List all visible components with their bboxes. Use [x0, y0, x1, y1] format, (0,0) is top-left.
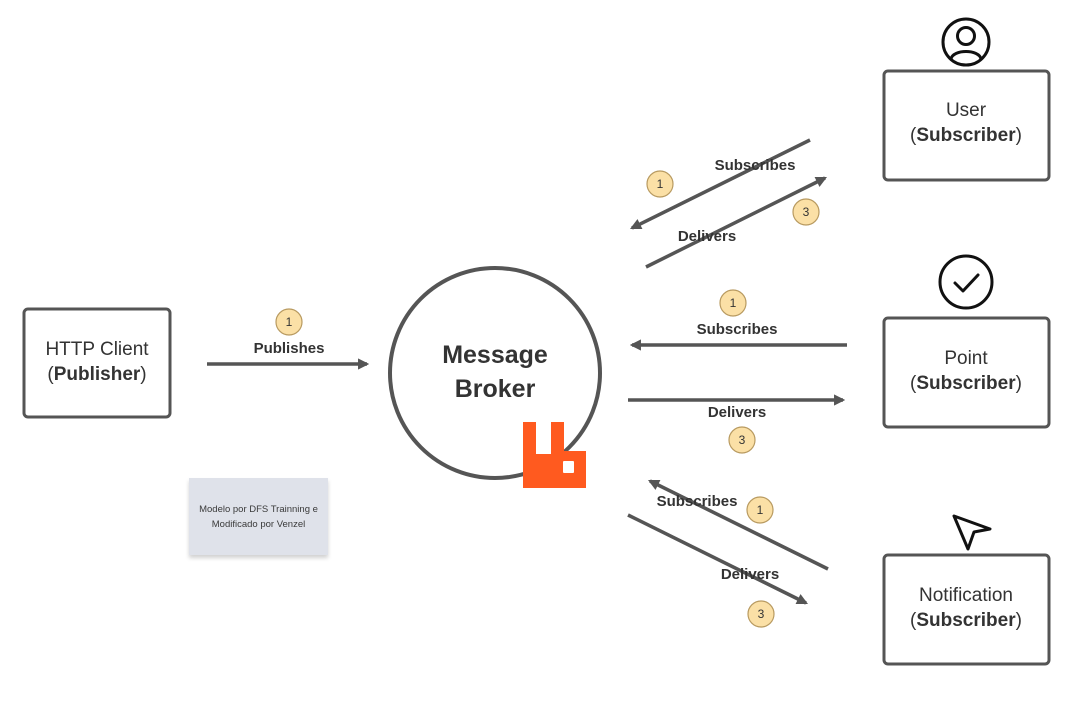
notification-subscriber-role: (Subscriber) — [910, 610, 1022, 631]
svg-text:3: 3 — [739, 433, 746, 447]
svg-text:1: 1 — [286, 315, 293, 329]
point-subscribes-label: Subscribes — [697, 321, 778, 338]
publisher-name: HTTP Client — [45, 339, 149, 360]
notification-subscribes-arrow — [647, 479, 829, 571]
svg-text:1: 1 — [657, 177, 664, 191]
user-subscribes-label: Subscribes — [715, 157, 796, 174]
step-badge: 1 — [746, 496, 774, 524]
publisher-role: (Publisher) — [47, 364, 146, 385]
broker-title-line2: Broker — [455, 375, 536, 403]
broker-title-line1: Message — [442, 341, 548, 369]
point-subscriber-name: Point — [944, 348, 988, 369]
notification-subscribes-label: Subscribes — [657, 493, 738, 510]
svg-text:3: 3 — [758, 607, 765, 621]
point-subscriber-role: (Subscriber) — [910, 373, 1022, 394]
notification-subscriber-name: Notification — [919, 585, 1013, 606]
user-delivers-edge: Delivers 3 — [645, 176, 828, 269]
user-subscriber-node: User (Subscriber) — [882, 69, 1051, 182]
notification-delivers-label: Delivers — [721, 566, 779, 583]
publishes-edge: Publishes 1 — [207, 308, 370, 370]
credit-note-line1: Modelo por DFS Trainning e — [199, 503, 318, 515]
user-delivers-arrow — [645, 176, 828, 269]
step-badge: 3 — [747, 600, 775, 628]
point-delivers-edge: Delivers 3 — [628, 394, 846, 454]
user-subscribes-arrow — [629, 138, 811, 230]
point-subscriber-node: Point (Subscriber) — [882, 316, 1051, 429]
publishes-label: Publishes — [254, 340, 325, 357]
svg-text:1: 1 — [757, 503, 764, 517]
cursor-arrow-icon — [952, 514, 992, 551]
svg-text:1: 1 — [730, 296, 737, 310]
message-broker-node: Message Broker — [388, 266, 602, 488]
step-badge: 1 — [275, 308, 303, 336]
step-badge: 1 — [719, 289, 747, 317]
notification-delivers-edge: Delivers 3 — [627, 513, 809, 628]
rabbitmq-logo-icon — [523, 422, 586, 488]
user-subscriber-name: User — [946, 100, 987, 121]
step-badge: 3 — [792, 198, 820, 226]
credit-note-line2: Modificado por Venzel — [211, 518, 306, 530]
check-circle-icon — [938, 254, 994, 310]
user-subscriber-role: (Subscriber) — [910, 125, 1022, 146]
notification-subscriber-node: Notification (Subscriber) — [882, 553, 1051, 666]
point-delivers-label: Delivers — [708, 404, 766, 421]
user-delivers-label: Delivers — [678, 228, 736, 245]
notification-delivers-arrow — [627, 513, 809, 605]
point-subscribes-edge: Subscribes 1 — [629, 289, 847, 351]
step-badge: 3 — [728, 426, 756, 454]
user-icon — [941, 17, 991, 67]
publisher-node: HTTP Client (Publisher) — [22, 307, 172, 419]
svg-text:3: 3 — [803, 205, 810, 219]
step-badge: 1 — [646, 170, 674, 198]
user-subscribes-edge: Subscribes 1 — [629, 138, 811, 230]
credit-note: Modelo por DFS Trainning e Modificado po… — [189, 478, 328, 555]
notification-subscribes-edge: Subscribes 1 — [647, 479, 829, 571]
